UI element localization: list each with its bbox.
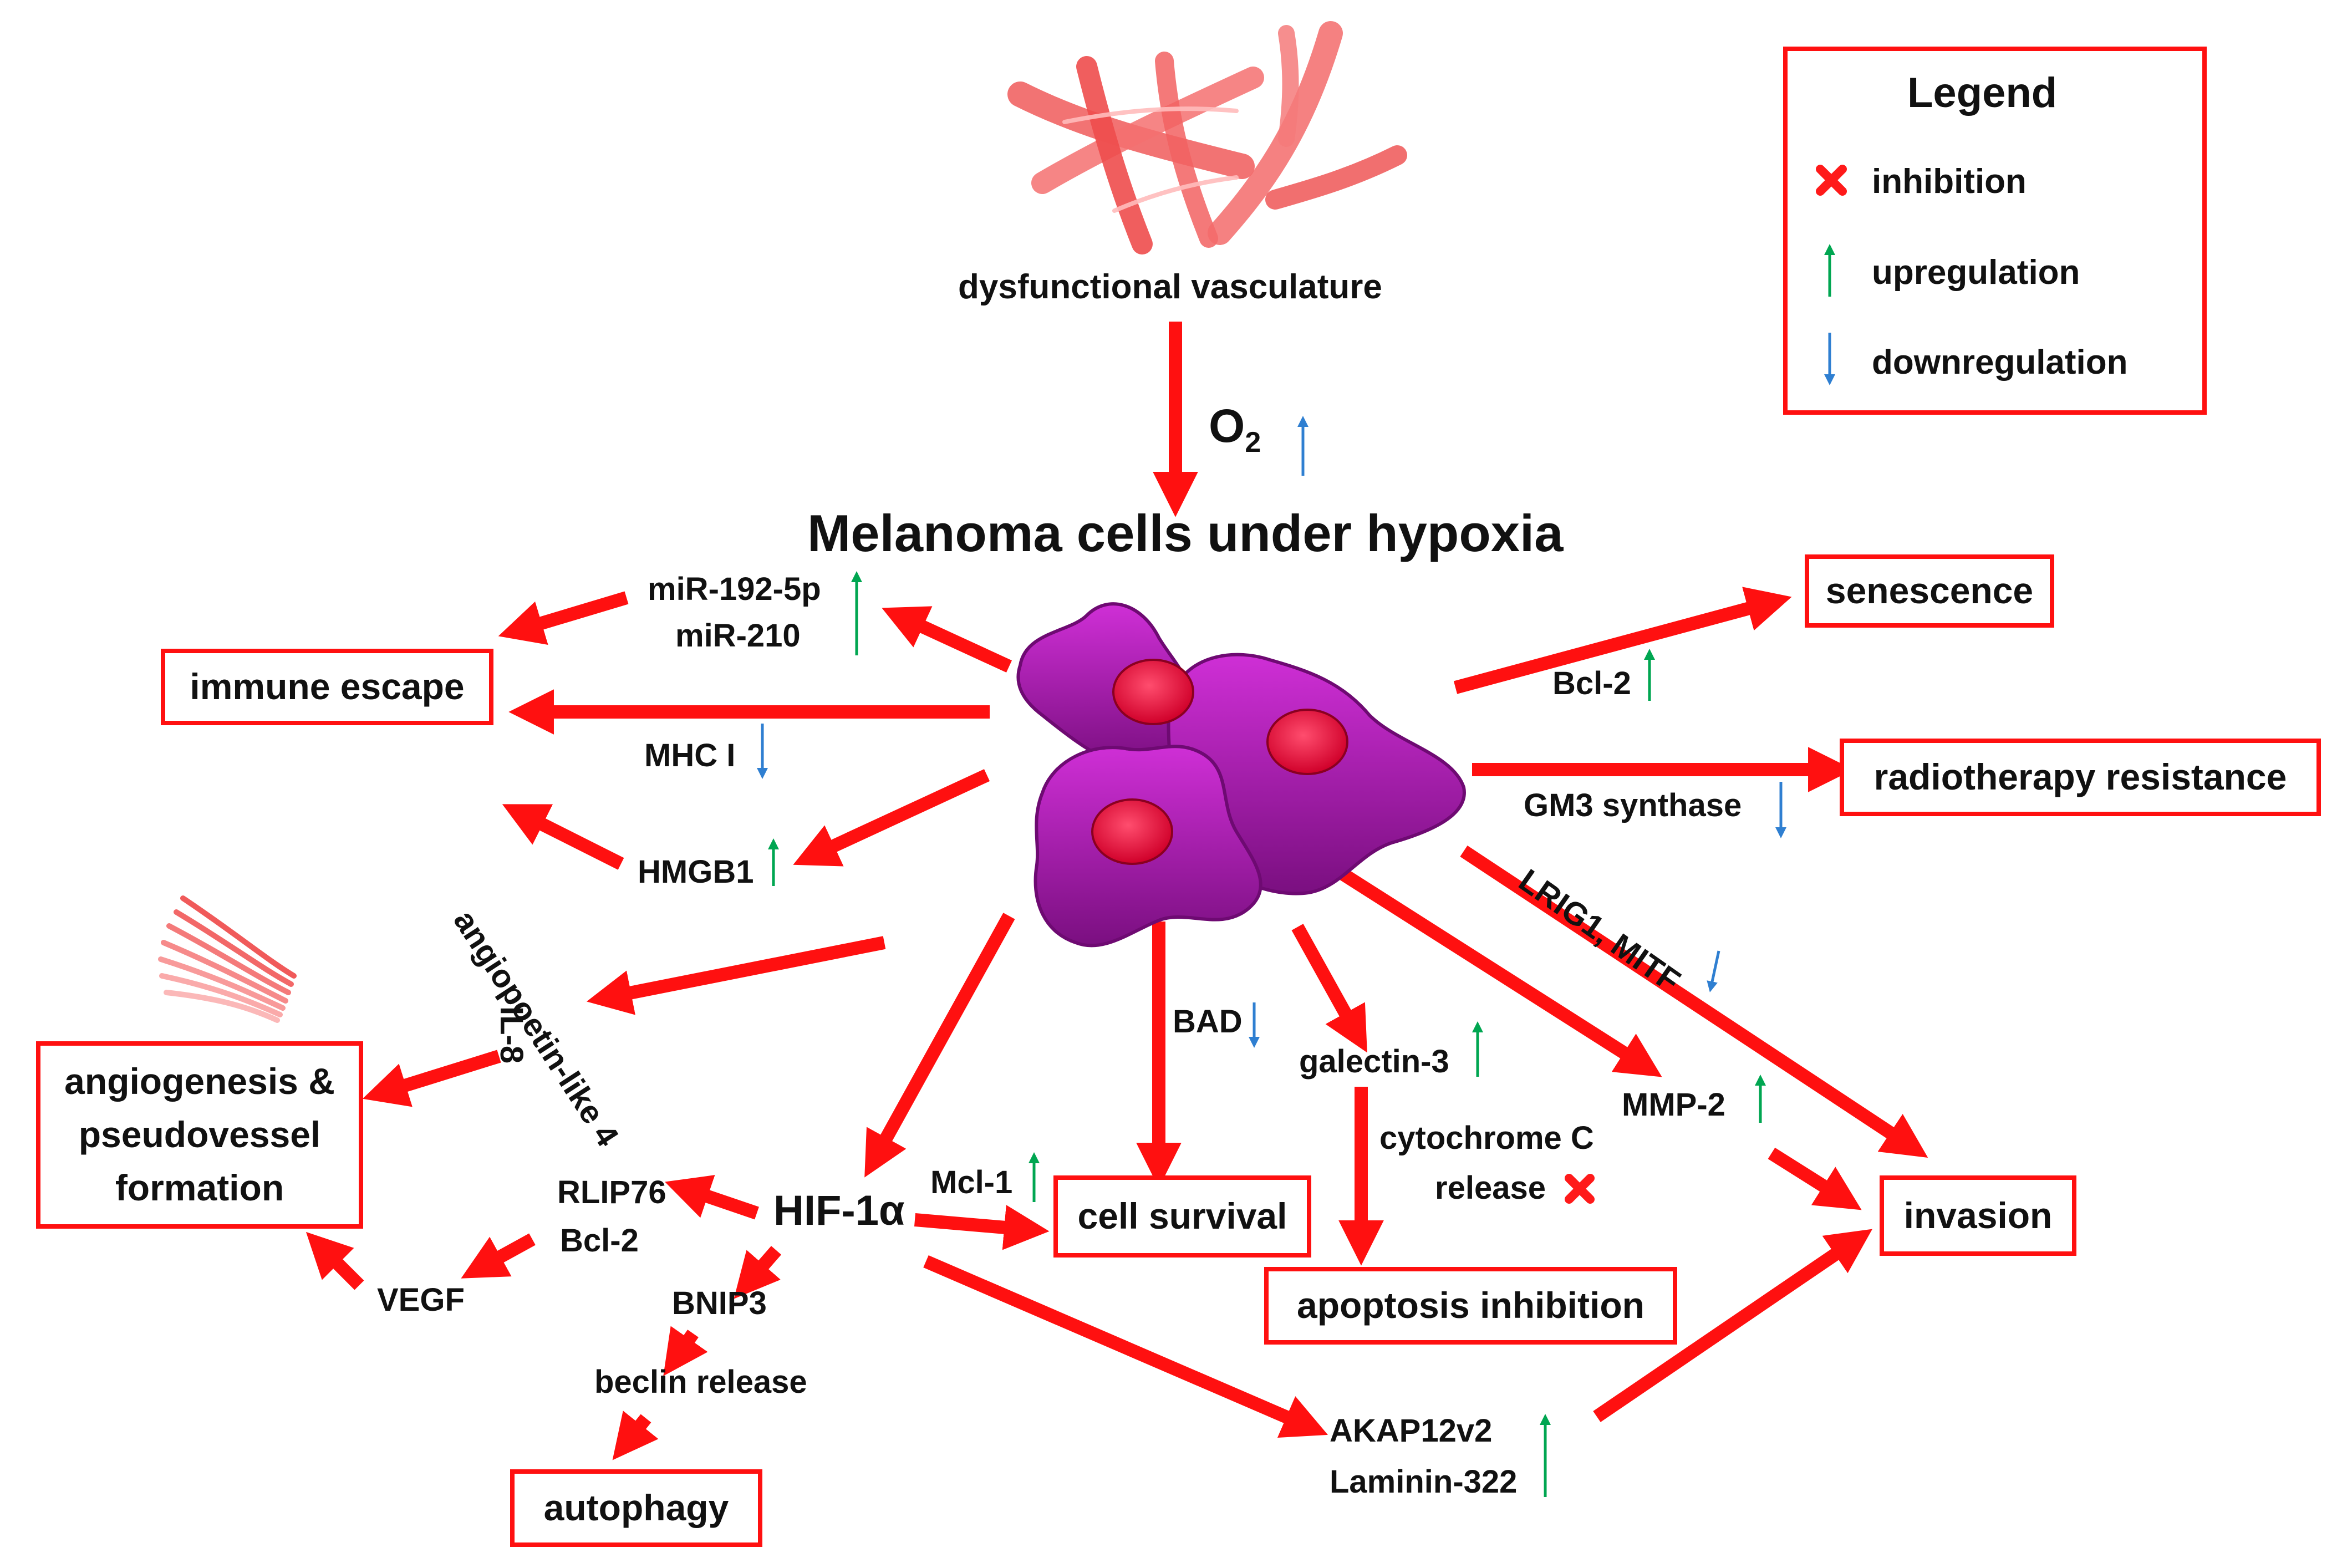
rlip76-label: RLIP76: [557, 1174, 666, 1210]
angiogenesis-label-line1: angiogenesis &: [64, 1061, 335, 1102]
autophagy-label: autophagy: [543, 1487, 729, 1529]
legend-cross-icon: [1816, 165, 1847, 196]
legend-title: Legend: [1907, 69, 2058, 116]
arrow-cells-to-hmgb1: [793, 769, 990, 867]
legend-inhibition-label: inhibition: [1872, 162, 2027, 201]
arrow-mmp2-to-invasion: [1768, 1147, 1862, 1210]
mir210-label: miR-210: [675, 618, 801, 654]
apoptosis-inhibition-label: apoptosis inhibition: [1297, 1285, 1645, 1326]
cross-icons: [1565, 165, 1847, 1204]
autophagy-box: autophagy: [510, 1469, 762, 1547]
arrow-vegf-to-angiogenesis: [306, 1231, 364, 1290]
gm3-synthase-label: GM3 synthase: [1524, 787, 1742, 823]
mir192-label: miR-192-5p: [648, 571, 821, 607]
invasion-box: invasion: [1880, 1175, 2076, 1256]
radiotherapy-resistance-box: radiotherapy resistance: [1840, 739, 2321, 816]
arrow-hif-to-rlip76: [665, 1175, 759, 1220]
cytochrome-label-line1: cytochrome C: [1379, 1120, 1594, 1156]
arrow-cells-to-invasion: [1460, 845, 1928, 1158]
mcl1-label: Mcl-1: [930, 1164, 1013, 1200]
arrow-akap-to-invasion: [1593, 1229, 1872, 1422]
arrow-hif-to-bnip3: [734, 1246, 782, 1299]
angiogenesis-label-line3: formation: [115, 1167, 284, 1208]
laminin322-label: Laminin-322: [1330, 1464, 1518, 1500]
vasculature-icon: [1007, 21, 1407, 254]
cytochrome-cross-icon: [1565, 1174, 1595, 1204]
beclin-release-label: beclin release: [594, 1364, 807, 1400]
angiogenesis-label-line2: pseudovessel: [78, 1114, 321, 1155]
mhc1-label: MHC I: [644, 737, 736, 773]
oxygen-subscript: 2: [1245, 426, 1261, 459]
legend-box: Legend inhibition upregulation downregul…: [1783, 47, 2207, 415]
invasion-label: invasion: [1903, 1194, 2053, 1236]
cell-survival-box: cell survival: [1053, 1175, 1311, 1258]
main-title: Melanoma cells under hypoxia: [807, 504, 1564, 562]
arrow-bnip3-to-beclin: [663, 1326, 708, 1376]
arrow-cells-to-galectin: [1291, 924, 1367, 1053]
legend-upregulation-label: upregulation: [1872, 253, 2080, 292]
oxygen-label: O2: [1209, 400, 1261, 459]
radiotherapy-resistance-label: radiotherapy resistance: [1873, 756, 2287, 798]
mmp2-label: MMP-2: [1622, 1087, 1725, 1123]
senescence-box: senescence: [1805, 554, 2054, 628]
arrow-cells-to-mmp2: [1338, 867, 1662, 1077]
legend-downregulation-label: downregulation: [1872, 343, 2128, 381]
arrow-hif-to-akap: [923, 1255, 1328, 1438]
vasculature-label: dysfunctional vasculature: [958, 268, 1382, 306]
arrow-beclin-to-autophagy: [612, 1411, 659, 1460]
arrow-cells-to-hif: [864, 913, 1015, 1178]
pathway-arrows: [306, 322, 1928, 1460]
bnip3-label: BNIP3: [672, 1285, 767, 1321]
bcl2-senescence-label: Bcl-2: [1552, 665, 1631, 701]
regulation-arrows: [757, 244, 1835, 1497]
arrow-cells-to-mir: [882, 606, 1012, 673]
lrig1-down-arrow: [1707, 950, 1720, 992]
arrow-mir-to-immune: [498, 591, 629, 645]
arrow-cells-to-senescence: [1453, 587, 1792, 694]
apoptosis-inhibition-box: apoptosis inhibition: [1264, 1267, 1677, 1345]
senescence-label: senescence: [1825, 570, 2034, 612]
cell-survival-label: cell survival: [1077, 1195, 1287, 1237]
cytochrome-label-line2: release: [1435, 1170, 1546, 1206]
galectin3-label: galectin-3: [1299, 1043, 1449, 1080]
arrow-hif-to-survival: [914, 1205, 1050, 1250]
arrow-hmgb1-to-immune: [502, 804, 624, 870]
melanoma-cells-icon: [1016, 602, 1466, 948]
arrow-cells-to-angiopoietin: [586, 936, 886, 1015]
vegf-label: VEGF: [377, 1282, 465, 1318]
bcl2-hif-label: Bcl-2: [560, 1223, 639, 1259]
angiogenesis-box: angiogenesis & pseudovessel formation: [36, 1041, 363, 1229]
akap12v2-label: AKAP12v2: [1330, 1413, 1493, 1449]
hif1a-label: HIF-1α: [773, 1187, 905, 1234]
bad-label: BAD: [1173, 1004, 1243, 1040]
arrow-bcl2-to-vegf: [461, 1233, 536, 1279]
il8-label: IL-8: [493, 1006, 530, 1064]
hmgb1-label: HMGB1: [638, 854, 754, 890]
arrow-il8-to-angiogenesis: [362, 1050, 501, 1107]
immune-escape-label: immune escape: [190, 666, 465, 707]
immune-escape-box: immune escape: [161, 649, 493, 725]
vessel-sprout-icon: [158, 895, 297, 1023]
